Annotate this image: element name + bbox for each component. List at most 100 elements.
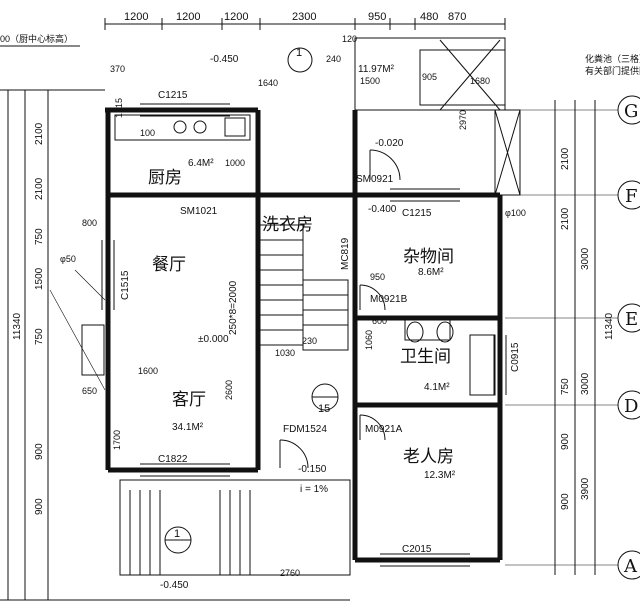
right-dim-3: 3900 xyxy=(580,477,591,500)
dim-1600: 1600 xyxy=(138,366,158,376)
elevation-entry: -0.150 xyxy=(298,464,327,475)
window-c1215-top: C1215 xyxy=(158,90,188,101)
dim-1030: 1030 xyxy=(275,348,295,358)
axis-label-d: D xyxy=(624,396,638,417)
room-living: 客厅 xyxy=(172,390,206,410)
door-m0921b: M0921B xyxy=(370,294,408,305)
axis-bubbles: G F E D A xyxy=(505,95,640,580)
elevation-storage: -0.400 xyxy=(368,204,397,215)
door-mc819: MC819 xyxy=(340,237,351,270)
right-dim-2: 3000 xyxy=(580,372,591,395)
dim-600: 600 xyxy=(372,316,387,326)
right-outer-dim-5: 750 xyxy=(560,378,571,395)
right-outer-dim-2: 2100 xyxy=(560,207,571,230)
top-dim-3: 1200 xyxy=(224,11,248,23)
dim-1060: 1060 xyxy=(364,330,374,350)
area-living: 34.1M² xyxy=(172,422,204,433)
axis-label-f: F xyxy=(625,186,638,207)
window-c0915: C0915 xyxy=(510,342,521,372)
top-right-note-1: 化粪池（三格） xyxy=(585,53,640,64)
section-mark-bottom: 1 xyxy=(174,528,180,540)
elevation-bottom: -0.450 xyxy=(160,580,189,591)
left-cabinet xyxy=(81,324,105,376)
room-elder: 老人房 xyxy=(403,447,454,467)
top-left-note: 00（厨中心标高） xyxy=(0,33,73,44)
dim-240: 240 xyxy=(326,54,341,64)
window-c1822: C1822 xyxy=(158,454,188,465)
left-dimension-chain: 2100 2100 750 1500 750 900 900 11340 xyxy=(7,90,49,600)
room-dining: 餐厅 xyxy=(152,255,186,275)
windows xyxy=(101,103,507,567)
right-outer-dim-6: 900 xyxy=(560,433,571,450)
dim-2760: 2760 xyxy=(280,568,300,578)
top-dim-2: 1200 xyxy=(176,11,200,23)
dim-650: 650 xyxy=(82,386,97,396)
section-mark-top: 1 xyxy=(296,47,302,59)
area-top: 11.97M² xyxy=(358,64,395,75)
top-dimension-chain: 1200 1200 1200 2300 950 480 870 xyxy=(104,11,506,30)
door-sm1021: SM1021 xyxy=(180,206,218,217)
top-dim-7: 870 xyxy=(448,11,466,23)
right-outer-dim-1: 2100 xyxy=(560,147,571,170)
elevation-top: -0.450 xyxy=(210,54,239,65)
pipe-note-left: φ50 xyxy=(60,254,76,264)
window-c1515: C1515 xyxy=(120,270,131,300)
exterior-walls xyxy=(105,107,503,563)
left-dim-6: 900 xyxy=(34,443,45,460)
stair xyxy=(257,224,349,351)
elevation-living: ±0.000 xyxy=(198,334,229,345)
top-extension xyxy=(354,37,521,196)
axis-label-g: G xyxy=(624,101,638,122)
dim-1500-top: 1500 xyxy=(360,76,380,86)
dim-1680: 1680 xyxy=(470,76,490,86)
dim-950: 950 xyxy=(370,272,385,282)
room-bathroom: 卫生间 xyxy=(400,347,451,367)
room-laundry: 洗衣房 xyxy=(262,215,313,235)
right-total-dim: 11340 xyxy=(604,312,615,340)
doors xyxy=(279,149,401,469)
left-dim-2: 2100 xyxy=(34,177,45,200)
elevation-laundry: -0.020 xyxy=(375,138,404,149)
dim-100: 100 xyxy=(140,128,155,138)
dim-800-left: 800 xyxy=(82,218,97,228)
left-dim-1: 2100 xyxy=(34,122,45,145)
right-dimension-chain: 3000 3000 3900 11340 2100 2100 750 900 9… xyxy=(554,100,615,575)
dim-1640: 1640 xyxy=(258,78,278,88)
stair-note: 250*8=2000 xyxy=(228,280,239,335)
section-mark-15: 15 xyxy=(318,403,330,415)
dim-905: 905 xyxy=(422,72,437,82)
section-marks: 1 15 1 xyxy=(164,47,339,554)
dim-1215: 1215 xyxy=(114,98,124,118)
porch-steps xyxy=(119,479,351,576)
right-outer-dim-7: 900 xyxy=(560,493,571,510)
dim-1000: 1000 xyxy=(225,158,245,168)
area-bathroom: 4.1M² xyxy=(424,382,450,393)
axis-label-e: E xyxy=(625,309,638,330)
area-kitchen: 6.4M² xyxy=(188,158,214,169)
left-dim-3: 750 xyxy=(34,228,45,245)
top-dim-1: 1200 xyxy=(124,11,148,23)
pipe-note-right: φ100 xyxy=(505,208,526,218)
dim-370: 370 xyxy=(110,64,125,74)
area-storage: 8.6M² xyxy=(418,267,444,278)
left-dim-5: 750 xyxy=(34,328,45,345)
right-dim-1: 3000 xyxy=(580,247,591,270)
left-dim-7: 900 xyxy=(34,498,45,515)
door-fdm1524: FDM1524 xyxy=(283,424,327,435)
room-kitchen: 厨房 xyxy=(148,168,182,188)
dim-2970: 2970 xyxy=(458,110,468,130)
area-elder: 12.3M² xyxy=(424,470,456,481)
door-sm0921: SM0921 xyxy=(356,174,394,185)
dim-120: 120 xyxy=(342,34,357,44)
dim-1700: 1700 xyxy=(112,430,122,450)
top-dim-4: 2300 xyxy=(292,11,316,23)
door-m0921a: M0921A xyxy=(365,424,403,435)
axis-label-a: A xyxy=(623,556,638,577)
top-dim-5: 950 xyxy=(368,11,386,23)
window-c1215-mid: C1215 xyxy=(402,208,432,219)
slope-note: i = 1% xyxy=(300,484,328,495)
top-right-note-2: 有关部门提供图集 xyxy=(585,65,640,76)
room-storage: 杂物间 xyxy=(403,247,454,267)
dim-230: 230 xyxy=(302,336,317,346)
